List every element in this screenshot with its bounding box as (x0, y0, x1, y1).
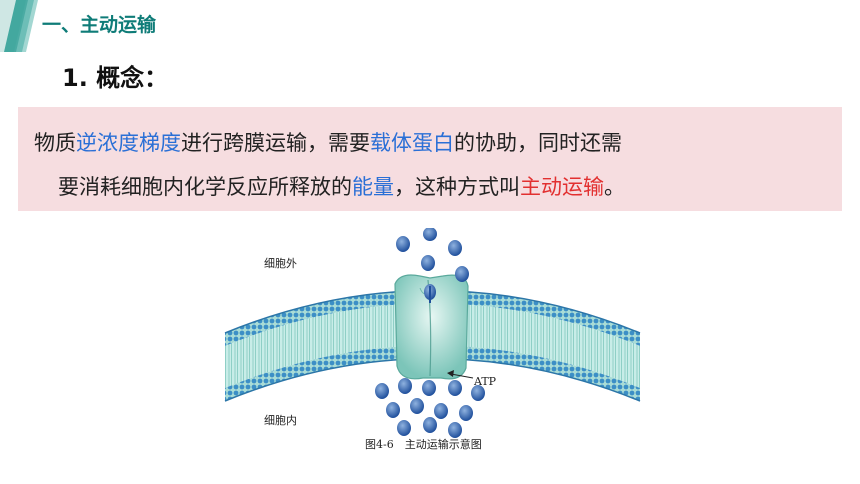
def-text: 。 (604, 175, 625, 199)
def-text: 的协助，同时还需 (454, 131, 622, 155)
concept-title: 1. 概念： (62, 64, 169, 92)
membrane-tails (225, 303, 640, 388)
inside-cell-label: 细胞内 (264, 414, 297, 427)
def-text: 要消耗细胞内化学反应所释放的 (58, 175, 352, 199)
active-transport-diagram (224, 228, 641, 438)
def-highlight-against-gradient: 逆浓度梯度 (76, 131, 181, 155)
def-highlight-active-transport: 主动运输 (520, 175, 604, 199)
molecules-outside (396, 228, 469, 282)
def-text: ，这种方式叫 (394, 175, 520, 199)
section-title: 一、主动运输 (42, 14, 157, 36)
atp-label: ATP (474, 375, 497, 388)
corner-decoration (0, 0, 38, 52)
molecules-inside (375, 378, 485, 438)
membrane-inner-heads (225, 345, 640, 401)
def-highlight-energy: 能量 (352, 175, 394, 199)
def-highlight-carrier-protein: 载体蛋白 (370, 131, 454, 155)
figure-caption: 图4-6 主动运输示意图 (365, 438, 482, 451)
definition-line-2: 要消耗细胞内化学反应所释放的能量，这种方式叫主动运输。 (34, 165, 828, 209)
definition-box: 物质逆浓度梯度进行跨膜运输，需要载体蛋白的协助，同时还需 要消耗细胞内化学反应所… (18, 107, 842, 211)
definition-line-1: 物质逆浓度梯度进行跨膜运输，需要载体蛋白的协助，同时还需 (34, 121, 828, 165)
atp-arrow (450, 373, 474, 379)
def-text: 进行跨膜运输，需要 (181, 131, 370, 155)
outside-cell-label: 细胞外 (264, 257, 297, 270)
def-text: 物质 (34, 131, 76, 155)
membrane-outer-heads (225, 290, 640, 346)
